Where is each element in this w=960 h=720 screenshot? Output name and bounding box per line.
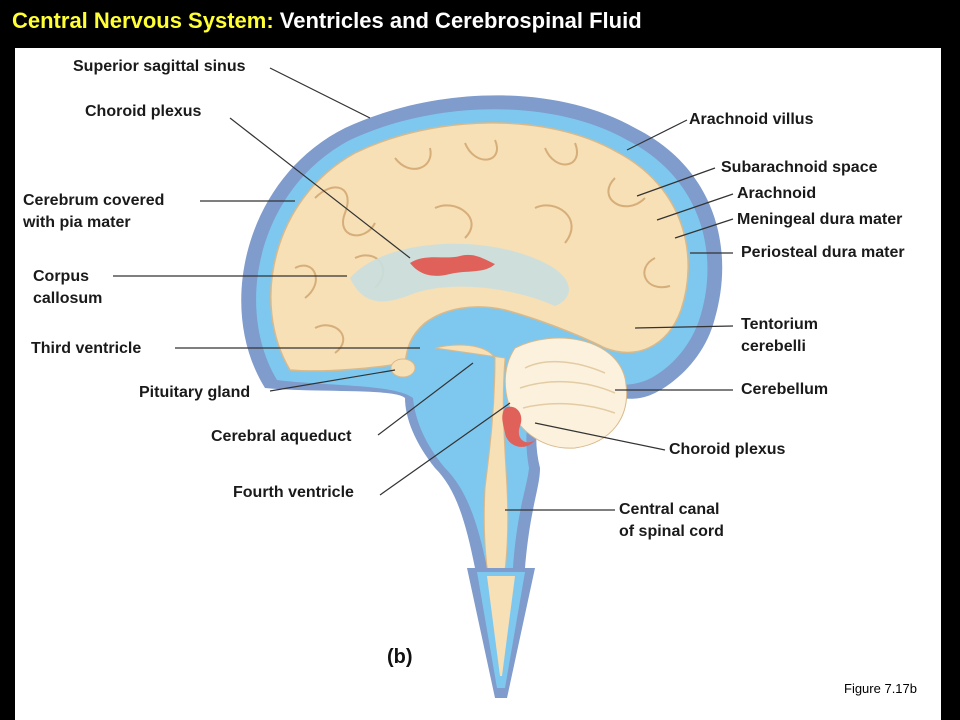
label-third-ventricle: Third ventricle [31,340,142,357]
leader-lines [113,67,734,511]
slide-title: Central Nervous System: Ventricles and C… [12,7,642,35]
label-meningeal-dura: Meningeal dura mater [737,211,903,228]
slide-title-rest: Ventricles and Cerebrospinal Fluid [273,8,642,33]
label-tentorium-line1: Tentorium [741,316,819,333]
label-choroid-plexus-bottom: Choroid plexus [669,441,786,458]
panel-letter: (b) [387,646,413,668]
slide-title-highlight: Central Nervous System: [12,8,274,33]
label-arachnoid: Arachnoid [737,185,817,202]
label-central-canal-line1: Central canal [619,501,720,518]
label-cerebellum: Cerebellum [741,381,829,398]
label-arachnoid-villus: Arachnoid villus [689,111,814,128]
label-cerebrum-line1: Cerebrum covered [23,192,165,209]
label-central-canal-line2: of spinal cord [619,523,724,540]
title-bar: Central Nervous System: Ventricles and C… [0,0,960,46]
label-cerebrum-line2: with pia mater [23,214,131,231]
label-tentorium-line2: cerebelli [741,338,806,355]
label-cerebral-aqueduct: Cerebral aqueduct [211,428,352,445]
cerebellum-folia [519,360,616,414]
choroid-plexus-bottom-shape [502,406,535,447]
brain-diagram [113,67,734,698]
brainstem-shape [434,344,509,589]
label-choroid-plexus-top: Choroid plexus [85,103,202,120]
choroid-plexus-top-shape [410,254,495,276]
label-fourth-ventricle: Fourth ventricle [233,484,354,501]
label-corpus-line1: Corpus [33,268,89,285]
label-superior-sagittal-sinus: Superior sagittal sinus [73,58,246,75]
figure-reference: Figure 7.17b [844,681,917,696]
label-pituitary-gland: Pituitary gland [139,384,251,401]
cerebellum-shape [504,337,627,449]
label-subarachnoid-space: Subarachnoid space [721,159,878,176]
lateral-ventricle-shape [350,243,569,306]
label-periosteal-dura: Periosteal dura mater [741,244,905,261]
pituitary-gland-shape [390,358,416,378]
label-corpus-line2: callosum [33,290,103,307]
spinal-cord-inner-shape [487,576,515,676]
diagram-panel: Superior sagittal sinus Choroid plexus C… [15,48,941,720]
